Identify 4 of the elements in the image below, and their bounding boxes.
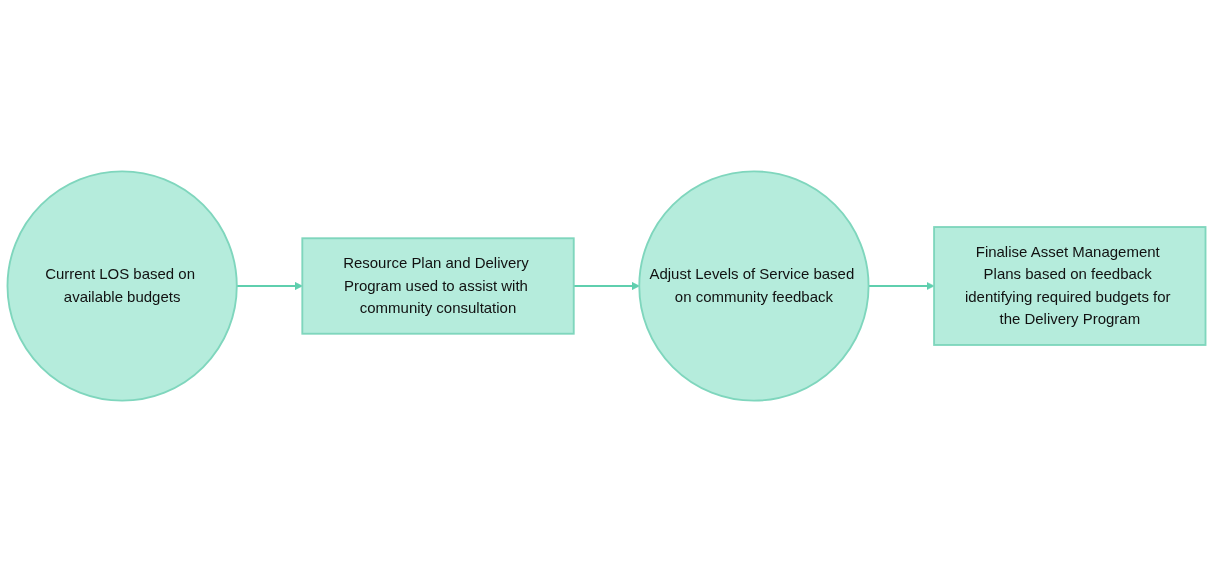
node-circle: Adjust Levels of Service based on community feedback — [638, 170, 870, 402]
node-circle: Current LOS based on available budgets — [6, 170, 238, 402]
node-box: Resource Plan and Delivery Program used to assist with community consultation — [301, 237, 575, 335]
node-box: Finalise Asset Management Plans based on feedback identifying required budgets for the Delivery Program — [933, 226, 1207, 346]
